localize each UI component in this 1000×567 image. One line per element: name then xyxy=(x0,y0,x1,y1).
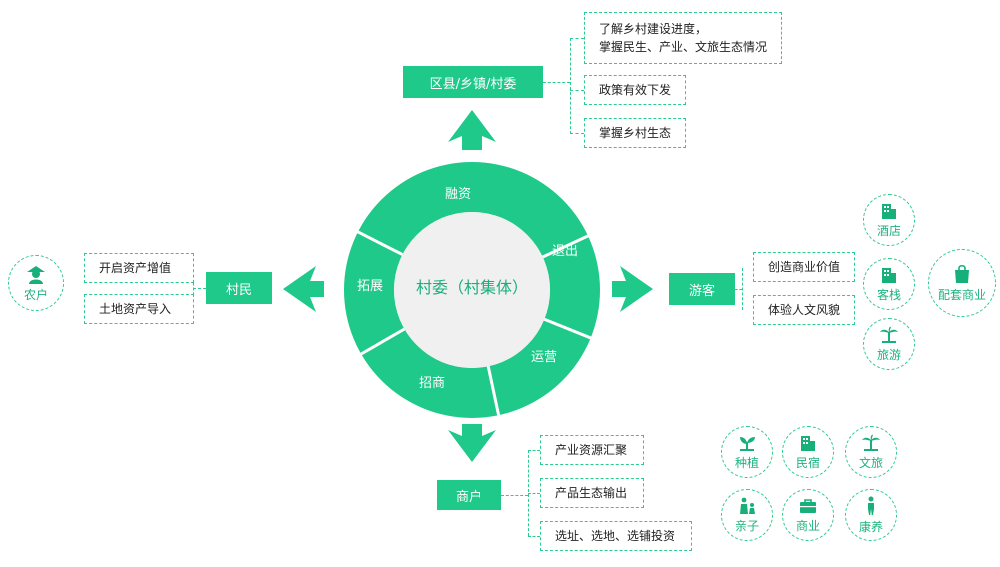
commerce-label: 配套商业 xyxy=(937,287,986,302)
segment-label-investment: 招商 xyxy=(418,376,445,391)
bottom-item-2: 选址、选地、选铺投资 xyxy=(540,521,692,551)
top-leader-h0 xyxy=(570,38,584,39)
top-leader-line xyxy=(570,38,571,134)
hotel-label: 酒店 xyxy=(876,223,901,238)
culture-travel-label: 文旅 xyxy=(858,455,883,470)
inn-label: 客栈 xyxy=(876,287,901,302)
elder-person-icon xyxy=(868,496,874,515)
family-label: 亲子 xyxy=(734,518,759,533)
segment-label-financing: 融资 xyxy=(444,187,471,202)
bottom-leader-h2 xyxy=(528,536,540,537)
segment-label-exit: 退出 xyxy=(551,244,578,259)
travel-circle: 旅游 xyxy=(863,318,915,370)
briefcase-icon xyxy=(800,498,816,513)
bottom-leader-mid xyxy=(501,495,528,496)
right-item-1: 体验人文风貌 xyxy=(753,295,855,325)
segment-label-expansion: 拓展 xyxy=(356,279,383,294)
arrow-left xyxy=(283,266,324,312)
top-leader-h2 xyxy=(570,133,584,134)
family-circle: 亲子 xyxy=(721,489,773,541)
palm-tree-icon xyxy=(862,434,880,451)
inn-icon xyxy=(882,267,896,283)
arrows xyxy=(283,110,653,462)
business-circle: 商业 xyxy=(782,489,834,541)
top-leader-mid xyxy=(543,82,570,83)
top-item-1: 政策有效下发 xyxy=(584,75,686,105)
inn-circle: 客栈 xyxy=(863,258,915,310)
homestay-icon xyxy=(801,435,815,451)
donut-divider-3 xyxy=(359,327,406,356)
health-circle: 康养 xyxy=(845,489,897,541)
shopping-bag-icon xyxy=(955,264,969,283)
donut-divider-1 xyxy=(543,317,593,340)
donut-ring-fill xyxy=(344,162,600,418)
sprout-icon xyxy=(740,436,755,451)
hotel-circle: 酒店 xyxy=(863,194,915,246)
hotel-icon xyxy=(882,203,896,219)
arrow-down xyxy=(448,424,496,462)
left-item-0: 开启资产增值 xyxy=(84,253,194,283)
left-leader-mid xyxy=(193,288,206,289)
top-item-2: 掌握乡村生态 xyxy=(584,118,686,148)
top-label-box: 区县/乡镇/村委 xyxy=(403,66,543,98)
center-title: 村委（村集体） xyxy=(415,278,528,297)
arrow-right xyxy=(612,266,653,312)
left-leader-line xyxy=(193,268,194,310)
homestay-label: 民宿 xyxy=(795,455,820,470)
farmer-avatar-circle: 农户 xyxy=(8,255,64,311)
right-item-0: 创造商业价值 xyxy=(753,252,855,282)
donut-inner-circle xyxy=(394,212,550,368)
bottom-leader-h0 xyxy=(528,450,540,451)
health-label: 康养 xyxy=(858,519,883,534)
top-item-0: 了解乡村建设进度， 掌握民生、产业、文旅生态情况 xyxy=(584,12,782,64)
planting-label: 种植 xyxy=(734,455,759,470)
donut-ring xyxy=(344,162,600,418)
bottom-leader-h1 xyxy=(528,493,540,494)
right-leader-mid xyxy=(735,289,742,290)
culture-travel-circle: 文旅 xyxy=(845,426,897,478)
bottom-item-0: 产业资源汇聚 xyxy=(540,435,644,465)
segment-label-operation: 运营 xyxy=(530,350,557,365)
donut-divider-0 xyxy=(542,234,590,259)
arrow-up xyxy=(448,110,496,150)
bottom-item-1: 产品生态输出 xyxy=(540,478,644,508)
bottom-label-box: 商户 xyxy=(437,480,501,510)
donut-divider-4 xyxy=(356,230,404,256)
right-label-box: 游客 xyxy=(669,273,735,305)
top-leader-h1 xyxy=(570,90,584,91)
farmer-icon xyxy=(27,265,45,284)
homestay-circle: 民宿 xyxy=(782,426,834,478)
left-label-box: 村民 xyxy=(206,272,272,304)
palm-tree-icon xyxy=(880,326,898,343)
planting-circle: 种植 xyxy=(721,426,773,478)
right-leader-line xyxy=(742,268,743,310)
business-label: 商业 xyxy=(795,518,820,533)
parent-child-icon xyxy=(740,497,755,514)
farmer-label: 农户 xyxy=(23,287,48,302)
travel-label: 旅游 xyxy=(876,347,901,362)
donut-divider-2 xyxy=(486,365,501,417)
commerce-circle: 配套商业 xyxy=(928,249,996,317)
left-item-1: 土地资产导入 xyxy=(84,294,194,324)
